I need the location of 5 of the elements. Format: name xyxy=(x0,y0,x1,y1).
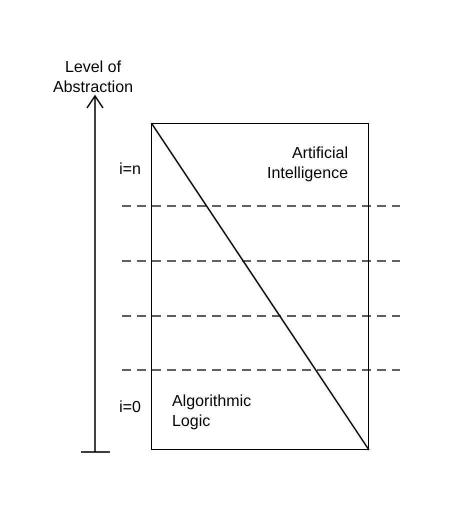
region-label: Algorithmic Logic xyxy=(172,392,252,432)
level-label: i=n xyxy=(118,160,142,180)
region-label: Artificial Intelligence xyxy=(266,144,348,184)
axis-label: Level of Abstraction xyxy=(52,58,134,98)
level-label: i=0 xyxy=(118,398,142,418)
